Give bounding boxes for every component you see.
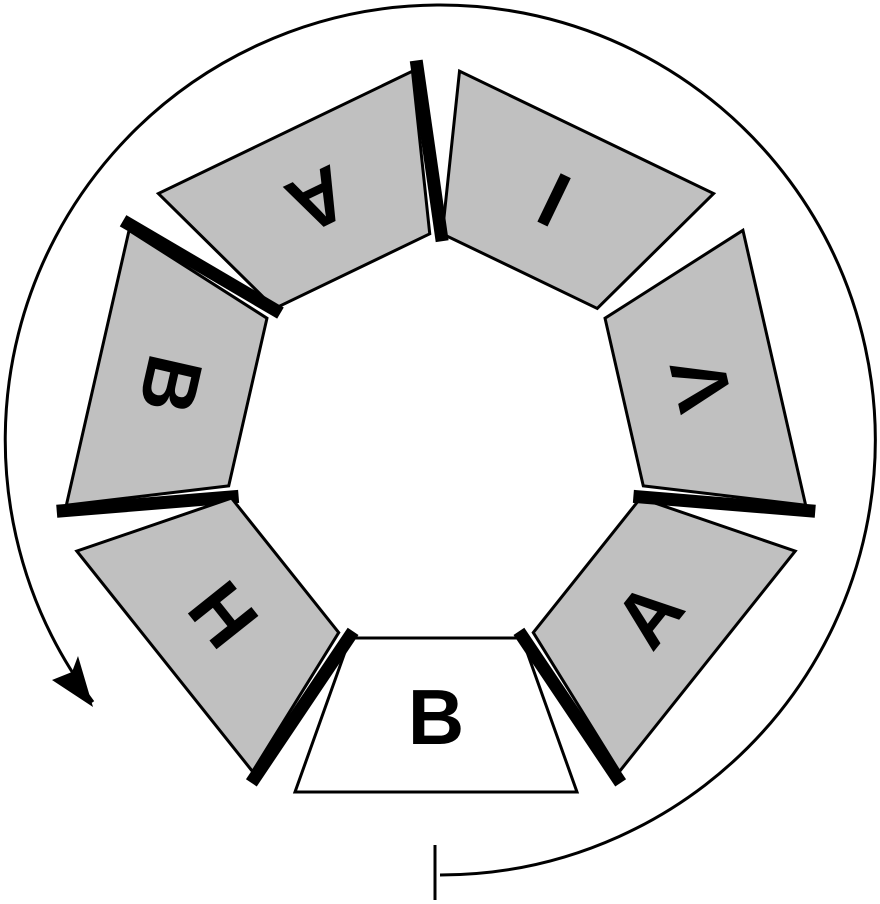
segment-boundary-bar	[409, 59, 449, 243]
segment-boundary-bar	[513, 627, 627, 787]
segment-boundary-bar	[119, 215, 284, 319]
rotation-arrow-arc	[3, 3, 877, 877]
segment-shape	[603, 227, 808, 507]
segment-boundary-bar	[245, 627, 359, 787]
segment-shape	[440, 68, 717, 311]
ring-segment: V	[603, 227, 816, 518]
segment-shape	[292, 636, 580, 794]
segment-boundary-bar	[56, 489, 240, 518]
ring-segment: B	[292, 636, 580, 794]
ring-segment: I	[440, 68, 717, 311]
segment-letter: B	[408, 673, 464, 761]
ring-segment: A	[513, 496, 798, 787]
segment-shape	[155, 68, 432, 311]
segment-boundary-bar	[632, 489, 816, 518]
arrowhead-icon	[52, 656, 93, 707]
ring-segment: A	[155, 59, 449, 311]
segment-shape	[531, 496, 798, 775]
ring-segment: B	[56, 215, 284, 518]
ring-segment: H	[74, 496, 359, 787]
